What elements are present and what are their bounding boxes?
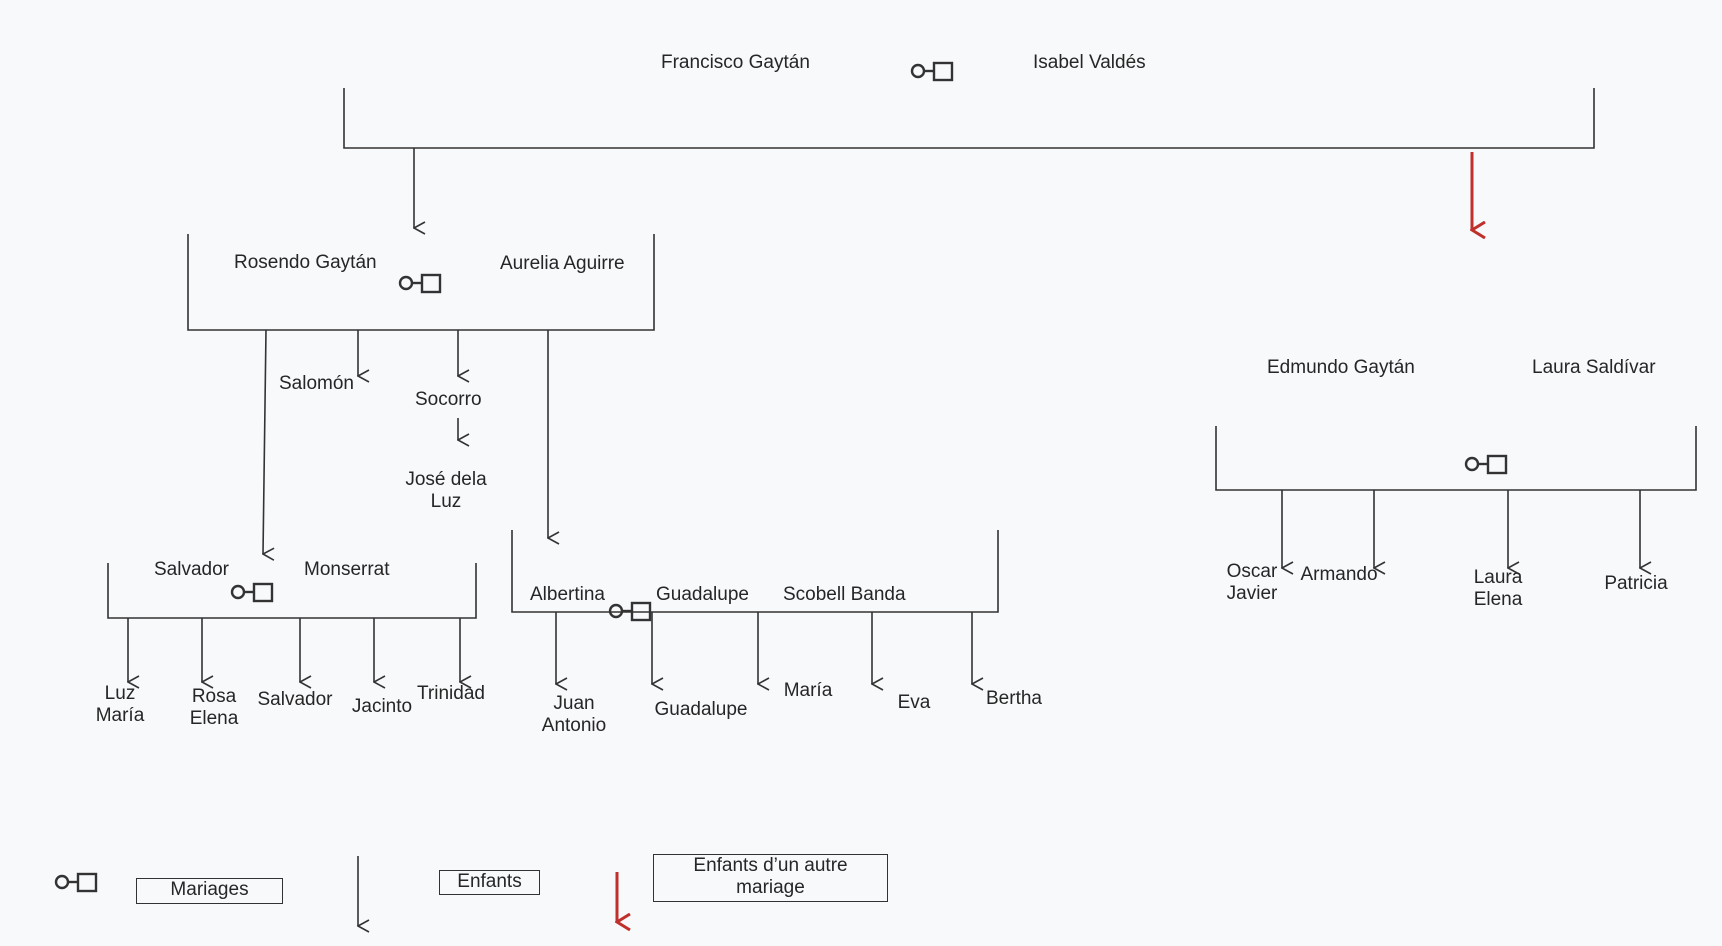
albertina-child: Juan Antonio [541,693,607,736]
salvador-wife: Monserrat [304,559,390,580]
salvador-child: Luz María [95,683,145,726]
rosendo-husband: Rosendo Gaytán [234,252,377,273]
legend-marriages: Mariages [136,878,283,904]
child-socorro: Socorro [415,389,482,410]
edmundo-child: Armando [1300,564,1378,585]
marriage-symbol-icon [230,582,274,603]
albertina-child: Bertha [986,688,1042,709]
salvador-bracket [107,563,477,619]
albertina-husband: Guadalupe [656,584,749,605]
root-husband: Francisco Gaytán [661,52,810,73]
salvador-child: Trinidad [417,683,485,704]
legend-other-marriage: Enfants d’un autre mariage [653,854,888,902]
edmundo-husband: Edmundo Gaytán [1267,357,1415,378]
marriage-symbol-icon [910,61,954,82]
edmundo-child: Oscar Javier [1226,561,1278,604]
edmundo-child: Patricia [1604,573,1668,594]
albertina-child: Guadalupe [654,699,748,720]
albertina-child: Eva [897,692,931,713]
rosendo-bracket [187,234,655,331]
rosendo-wife: Aurelia Aguirre [500,253,625,274]
salvador-husband: Salvador [154,559,229,580]
marriage-symbol-icon [1464,454,1508,475]
albertina-bracket [511,530,999,613]
albertina-husband-surname: Scobell Banda [783,584,906,605]
salvador-child: Salvador [257,689,333,710]
edmundo-child: Laura Elena [1473,567,1523,610]
albertina-wife: Albertina [530,584,605,605]
albertina-child: María [783,680,833,701]
root-wife: Isabel Valdés [1033,52,1146,73]
edmundo-bracket [1215,426,1697,491]
edmundo-wife: Laura Saldívar [1532,357,1656,378]
salvador-child: Jacinto [351,696,413,717]
child-salomon: Salomón [279,373,354,394]
marriage-symbol-icon [398,273,442,294]
root-bracket [343,88,1595,149]
salvador-child: Rosa Elena [189,686,239,729]
legend-children: Enfants [439,870,540,895]
arrow-to-salvador [263,329,266,554]
grandchild-jose-de-la-luz: José dela Luz [405,469,487,512]
marriage-symbol-icon [54,872,98,893]
